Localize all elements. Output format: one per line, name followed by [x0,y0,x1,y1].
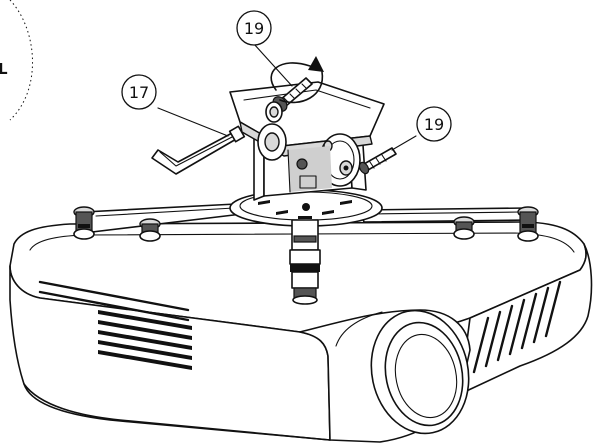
detail-view-label: L [0,60,8,78]
callout-19-top: 19 [236,10,272,46]
extension-stem [289,219,321,305]
callout-leaders [157,43,417,151]
callout-19-right: 19 [416,106,452,142]
detail-view-circle: L [0,0,33,121]
mount-foot-left [73,206,95,240]
mount-foot-center [139,218,161,242]
projector-body [9,221,593,443]
callout-number: 17 [129,83,149,102]
screw-top [265,77,313,123]
mount-foot-right [517,206,539,242]
front-vents [38,280,192,370]
projector-lens [299,309,471,443]
mount-foot-right-inner [453,216,475,240]
screw-side [358,147,397,175]
rotation-arrow-icon [270,56,324,104]
callout-number: 19 [424,115,444,134]
hex-key-tool [151,125,246,175]
callout-17: 17 [121,74,157,110]
side-vents [472,280,562,374]
tilt-bracket [229,81,385,201]
callout-number: 19 [244,19,264,38]
